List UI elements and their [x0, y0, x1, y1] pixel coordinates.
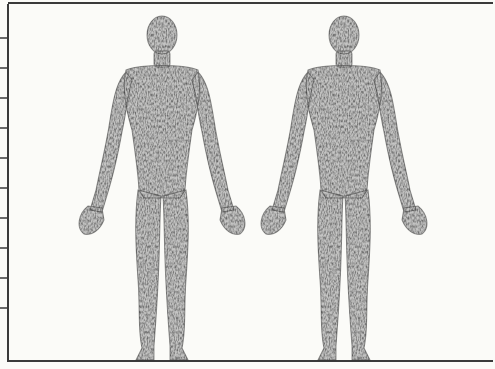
body-map-figure [0, 0, 495, 369]
paper-background [0, 0, 495, 369]
